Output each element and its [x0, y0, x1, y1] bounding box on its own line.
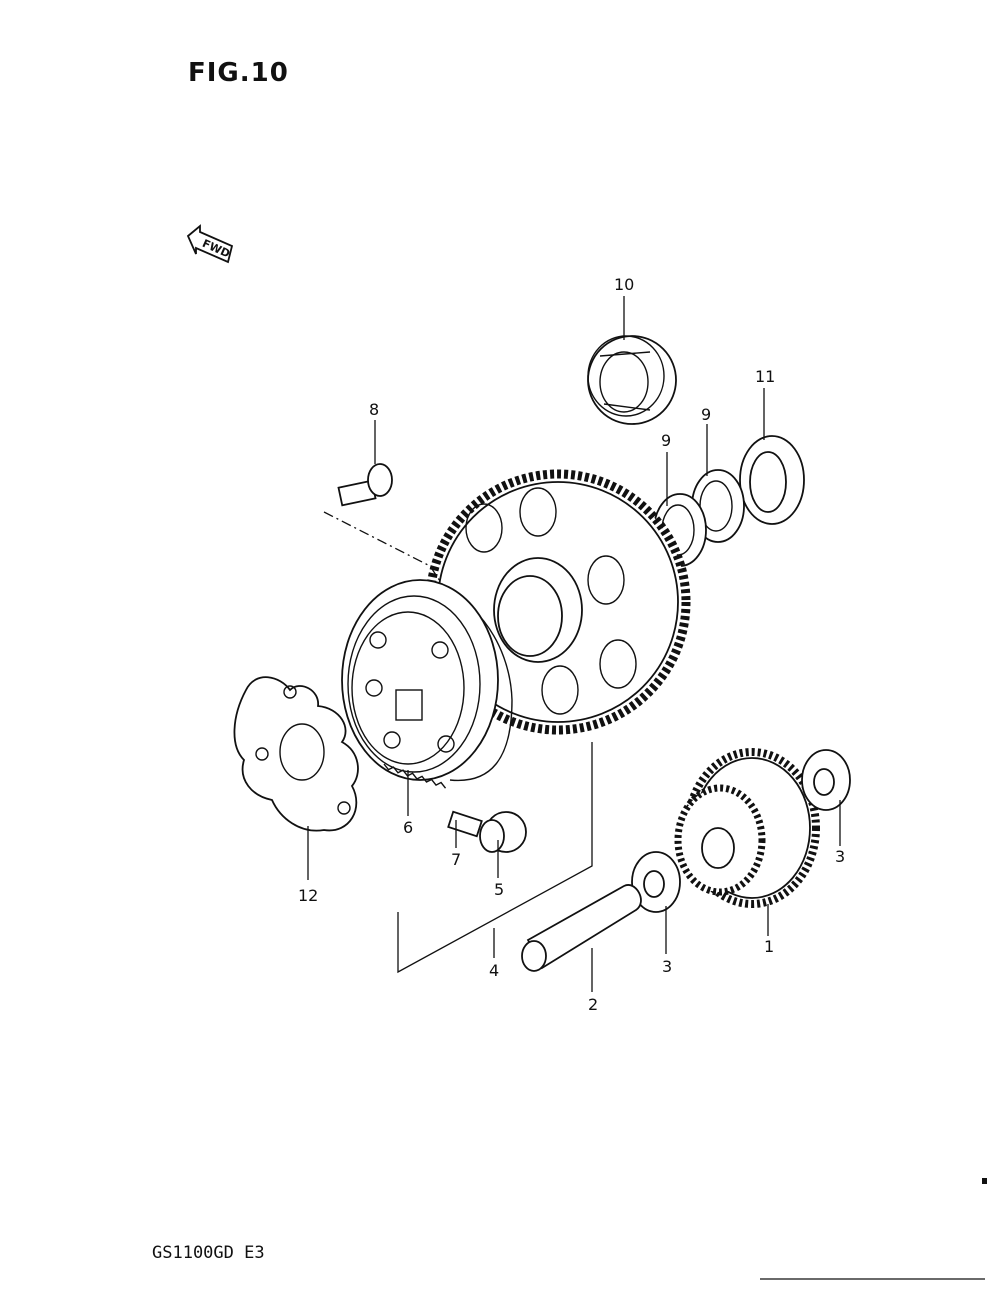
callout-9-b: 9	[661, 431, 671, 450]
starter-clutch-housing	[341, 579, 513, 782]
model-code: GS1100GD E3	[152, 1243, 265, 1263]
fwd-arrow-icon: FWD	[186, 224, 234, 264]
plunger-part-7	[447, 810, 483, 838]
roller-part-5	[479, 811, 527, 853]
washer-part-3-b	[631, 851, 681, 913]
callout-12: 12	[298, 886, 318, 905]
shaft-part-2	[521, 884, 642, 972]
callout-labels: 10 11 9 9 8 6 7 5 12 4 2 3 1 3	[298, 275, 845, 1014]
plate-part-12	[233, 676, 359, 832]
callout-4: 4	[489, 961, 499, 980]
washer-part-3-a	[801, 749, 851, 811]
callout-2: 2	[588, 995, 598, 1014]
figure-title: FIG.10	[188, 58, 289, 88]
needle-bearing-part-10	[587, 335, 677, 425]
leader-lines	[307, 296, 841, 992]
callout-3-b: 3	[662, 957, 672, 976]
callout-10: 10	[614, 275, 634, 294]
callout-3-a: 3	[835, 847, 845, 866]
callout-5: 5	[494, 880, 504, 899]
callout-11: 11	[755, 367, 775, 386]
callout-9-a: 9	[701, 405, 711, 424]
spring-part-6	[383, 763, 447, 789]
scan-mark	[982, 1178, 987, 1184]
idle-gear-part-1	[674, 748, 820, 908]
callout-7: 7	[451, 850, 461, 869]
retainer-part-11	[739, 435, 805, 525]
callout-1: 1	[764, 937, 774, 956]
callout-6: 6	[403, 818, 413, 837]
callout-8: 8	[369, 400, 379, 419]
bolt-part-8	[337, 463, 393, 507]
